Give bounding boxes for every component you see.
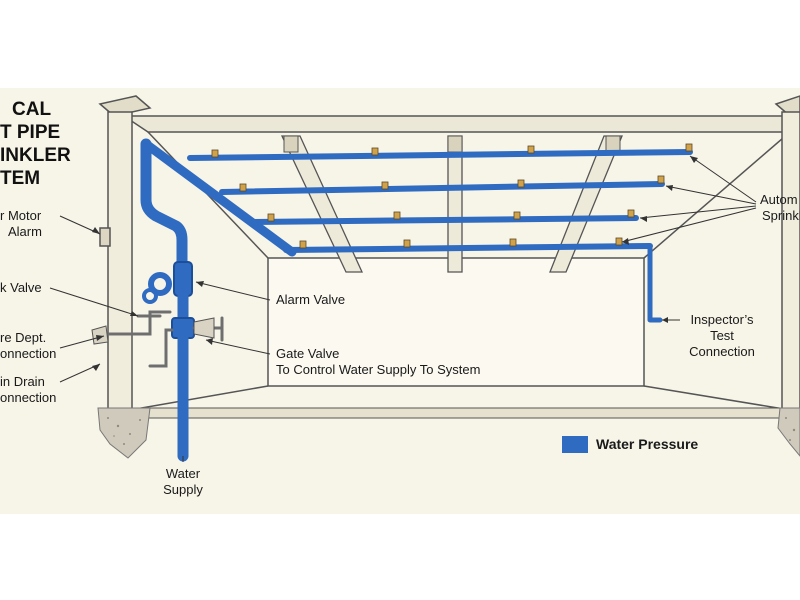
legend-swatch [562,436,588,453]
building-structure [121,115,791,411]
alarm-valve-leader [195,281,271,301]
auxiliary-piping [91,310,224,368]
roof-beams [280,135,623,273]
soil-speckles [107,417,796,445]
automatic-sprinklers-label: Autom Sprinkl [760,192,800,224]
sprinkler-head [509,238,517,247]
sprinkler-head [393,211,401,220]
right-footing-soil [777,407,800,457]
sprinkler-head [517,179,525,188]
motor-alarm-label: r Motor Alarm [0,208,42,240]
sprinkler-head [211,149,219,158]
cross-main-pipe [141,139,297,257]
leader-arrowheads [92,156,698,371]
sprinkler-head [267,213,275,222]
branch-line-3 [251,215,639,225]
title-line-2: T PIPE [0,122,61,143]
floor-right-edge [643,385,791,411]
gate-valve-label-line-2: To Control Water Supply To System [276,362,481,377]
sprinkler-head [371,147,379,156]
beam-pocket-1 [283,135,299,153]
motor-alarm-box [99,227,111,247]
sprinkler-head [527,145,535,154]
left-column-shaft [107,111,133,411]
inspectors-test-pipe [647,243,663,323]
alarm-trim [142,288,158,304]
right-column [774,95,800,411]
sprinkler-head [299,240,307,249]
left-footing-soil [97,407,151,459]
automatic-label-line-2: Sprinkl [762,208,800,223]
sprinkler-head [513,211,521,220]
automatic-leader-3 [639,205,757,219]
main-drain-label-line-1: in Drain [0,374,45,389]
automatic-leader-4 [621,207,757,243]
alarm-valve-label: Alarm Valve [276,292,346,307]
main-drain-label-line-2: onnection [0,390,57,405]
gate-valve-wheel [193,317,215,339]
ceiling-right-edge [643,131,791,259]
sprinkler-heads [211,143,693,249]
fire-dept-connection-label: re Dept. onnection [0,330,56,362]
ceiling-slab [121,115,791,133]
back-wall [267,257,645,387]
fire-dept-label-line-2: onnection [0,346,57,361]
water-pipes [140,138,693,462]
motor-alarm-label-line-1: r Motor [0,208,42,223]
check-valve-leader [49,287,139,317]
automatic-label-line-1: Autom [760,192,798,207]
gate-valve-leader [205,339,271,355]
sprinkler-head [657,175,665,184]
right-column-shaft [781,111,800,411]
leader-lines [49,155,757,462]
diagram-title: CAL T PIPE INKLER TEM [0,98,71,190]
title-line-4: TEM [0,168,41,189]
legend-label: Water Pressure [596,436,699,452]
beam-pockets [283,135,621,153]
main-drain-pipe [148,328,174,368]
left-column [98,95,152,411]
inspector-label-line-1: Inspector’s [690,312,754,327]
branch-line-2 [219,181,665,195]
floor-and-soil [97,407,800,459]
branch-line-1 [187,149,693,161]
sprinkler-head [627,209,635,218]
retard-chamber [148,272,172,296]
beam-pocket-3 [605,135,621,153]
inspectors-test-connection-label: Inspector’s Test Connection [676,312,768,360]
title-line-3: INKLER [0,145,71,166]
beam-pocket-2 [447,135,463,153]
gate-valve-label-line-1: Gate Valve [276,346,340,361]
floor-slab [129,407,791,419]
inspector-label-line-3: Connection [689,344,755,359]
water-supply-label: Water Supply [160,466,206,498]
riser-upper-pipe [140,138,188,268]
floor-left-edge [129,385,269,411]
sprinkler-head [381,181,389,190]
gate-valve-label: Gate Valve To Control Water Supply To Sy… [276,346,480,378]
branch-line-4 [283,243,653,253]
main-drain-connection-label: in Drain onnection [0,374,56,406]
fire-dept-label-line-1: re Dept. [0,330,47,345]
sprinkler-head [615,237,623,246]
inspector-label-line-2: Test [710,328,734,343]
sprinkler-head [403,239,411,248]
title-line-1: CAL [12,99,52,120]
automatic-leader-1 [689,155,757,203]
check-valve-label: k Valve [0,280,42,295]
automatic-leader-2 [665,185,757,205]
sprinkler-head [239,183,247,192]
sprinkler-head [685,143,693,152]
water-supply-label-line-1: Water [165,466,201,481]
motor-alarm-label-line-2: Alarm [8,224,42,239]
fire-dept-connection-pipe [102,310,172,336]
water-supply-label-line-2: Supply [163,482,203,497]
